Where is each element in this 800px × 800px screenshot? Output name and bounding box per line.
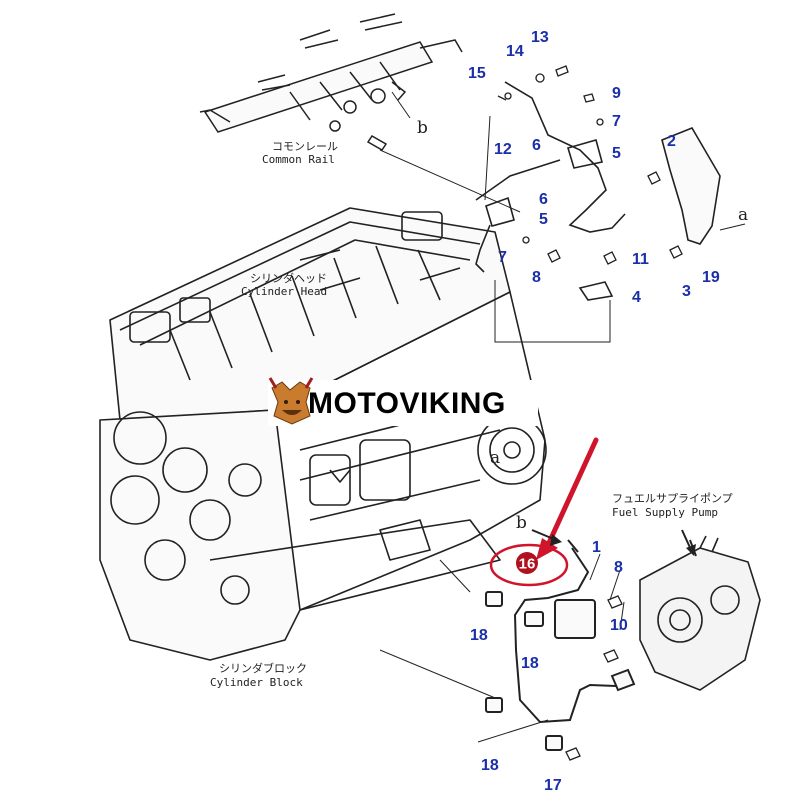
- part-number-5b: 5: [539, 211, 548, 228]
- reference-letter-a-block: a: [490, 448, 500, 468]
- part-number-6a: 6: [532, 137, 541, 154]
- part-16-badge: [516, 552, 538, 574]
- highlight-arrowhead: [536, 538, 558, 560]
- leader-lines: [379, 91, 746, 743]
- fuel-pump-label-jp: フュエルサプライポンプ: [612, 492, 733, 505]
- common-rail-drawing: [199, 13, 463, 151]
- reference-letter-a-top: a: [738, 205, 748, 225]
- high-pressure-pipe-12: [475, 81, 721, 301]
- fuel-supply-pump-drawing: [639, 535, 761, 691]
- highlight-ellipse: [489, 543, 569, 587]
- part-number-11: 11: [632, 251, 649, 268]
- brand-logo: MOTOVIKING: [268, 377, 538, 426]
- reference-letter-b-lower: b: [516, 513, 527, 533]
- part-number-18a: 18: [470, 627, 488, 644]
- part-number-9: 9: [612, 85, 621, 102]
- part-number-7a: 7: [612, 113, 621, 130]
- part-number-12: 12: [494, 141, 512, 158]
- common-rail-label-en: Common Rail: [262, 153, 335, 166]
- common-rail-label-jp: コモンレール: [272, 140, 338, 153]
- part-number-18b: 18: [521, 655, 539, 672]
- part-number-3: 3: [682, 283, 691, 300]
- highlight-arrow-shaft: [545, 437, 599, 548]
- part-number-8b: 8: [614, 559, 623, 576]
- viking-emblem: [268, 377, 314, 425]
- fuel-line-16: [485, 539, 636, 751]
- reference-b-arrowhead: [550, 534, 562, 546]
- cylinder-block-label-en: Cylinder Block: [210, 676, 303, 689]
- part-number-1: 1: [592, 539, 601, 556]
- pump-pointer-arrowhead: [686, 544, 696, 556]
- part-number-4: 4: [632, 289, 641, 306]
- part-number-7b: 7: [498, 249, 507, 266]
- part-number-13: 13: [531, 29, 549, 46]
- part-number-5a: 5: [612, 145, 621, 162]
- part-number-14: 14: [506, 43, 524, 60]
- part-number-17: 17: [544, 777, 562, 794]
- hardware-glyphs: [497, 65, 683, 761]
- part-number-18c: 18: [481, 757, 499, 774]
- cylinder-head-label-jp: シリンダヘッド: [250, 271, 327, 285]
- part-16-number: 16: [519, 556, 536, 573]
- part-number-2: 2: [667, 133, 676, 150]
- engine-block-drawing: [99, 207, 547, 661]
- cylinder-head-label-en: Cylinder Head: [241, 285, 327, 298]
- part-number-19: 19: [702, 269, 720, 286]
- cylinder-block-label-jp: シリンダブロック: [219, 661, 307, 675]
- brand-name: MOTOVIKING: [308, 387, 506, 420]
- part-number-15: 15: [468, 65, 486, 82]
- part-number-10: 10: [610, 617, 628, 634]
- reference-letter-b-top: b: [417, 118, 428, 138]
- fuel-pump-label-en: Fuel Supply Pump: [612, 506, 718, 519]
- part-numbers: 13 14 15 9 7 12 6 5 2 6 5 7 8 11 3 19 4 …: [468, 29, 720, 794]
- part-number-8a: 8: [532, 269, 541, 286]
- part-number-6b: 6: [539, 191, 548, 208]
